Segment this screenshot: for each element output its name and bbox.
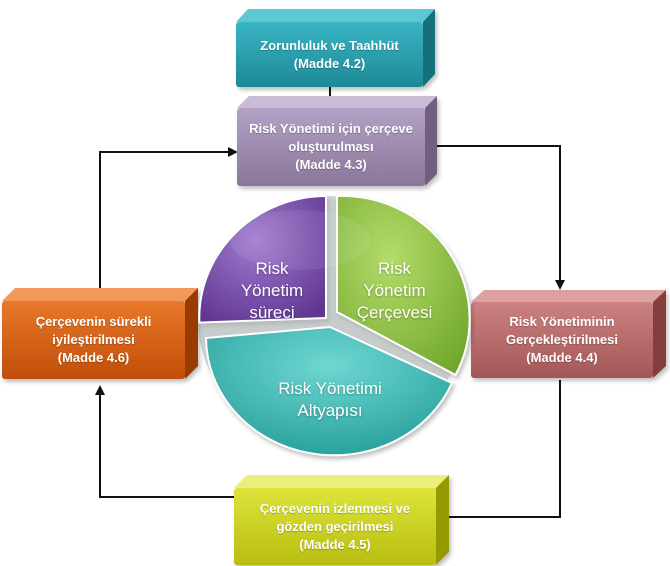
box-commitment (236, 9, 435, 87)
implement-title-line1: Risk Yönetiminin (509, 314, 615, 329)
infrastructure-line1: Risk Yönetimi (278, 379, 382, 398)
box-design (237, 96, 437, 186)
pie-slice-framework (336, 194, 471, 377)
arrow-monitor-to-improve (95, 385, 238, 498)
connector-arrows (95, 86, 565, 522)
improve-title-line2: iyileştirilmesi (52, 332, 135, 347)
process-line2: Yönetim (240, 281, 304, 300)
framework-line1: Risk (377, 259, 412, 278)
box-improve-label: Çerçevenin sürekli iyileştirilmesi (Madd… (2, 301, 185, 379)
box-implement-label: Risk Yönetiminin Gerçekleştirilmesi (Mad… (471, 302, 653, 378)
implement-title-line2: Gerçekleştirilmesi (505, 332, 619, 347)
monitor-title-line2: gözden geçirilmesi (276, 518, 394, 534)
box-monitor-label: Çerçevenin izlenmesi ve gözden geçirilme… (234, 488, 436, 565)
monitor-title-line1: Çerçevenin izlenmesi ve (259, 500, 411, 516)
pie-label-framework: Risk Yönetim Çerçevesi (342, 255, 447, 327)
commitment-clause: (Madde 4.2) (293, 55, 366, 71)
pie-chart (198, 194, 471, 457)
process-line3: süreci (249, 303, 295, 322)
design-clause: (Madde 4.3) (295, 157, 367, 172)
commitment-title: Zorunluluk ve Taahhüt (260, 37, 399, 53)
monitor-clause: (Madde 4.5) (299, 536, 371, 552)
process-line1: Risk (255, 259, 289, 278)
design-title-line1: Risk Yönetimi için çerçeve (249, 121, 413, 136)
box-monitor (234, 475, 449, 565)
pie-slice-infrastructure (204, 325, 454, 457)
box-improve (2, 288, 198, 379)
design-title-line2: oluşturulması (288, 139, 374, 154)
infrastructure-line2: Altyapısı (297, 401, 363, 420)
improve-title-line1: Çerçevenin sürekli (35, 314, 152, 329)
box-implement (471, 290, 666, 378)
pie-label-process: Risk Yönetim süreci (222, 255, 322, 327)
box-design-label: Risk Yönetimi için çerçeve oluşturulması… (237, 108, 425, 186)
pie-label-infrastructure: Risk Yönetimi Altyapısı (255, 376, 405, 424)
implement-clause: (Madde 4.4) (526, 350, 598, 365)
box-commitment-label: Zorunluluk ve Taahhüt (Madde 4.2) (236, 22, 423, 87)
improve-clause: (Madde 4.6) (57, 350, 130, 365)
framework-line3: Çerçevesi (356, 303, 433, 322)
arrow-implement-to-monitor (436, 380, 561, 522)
framework-line2: Yönetim (363, 281, 426, 300)
arrow-design-to-implement (430, 145, 565, 290)
arrow-improve-to-design (99, 147, 238, 288)
